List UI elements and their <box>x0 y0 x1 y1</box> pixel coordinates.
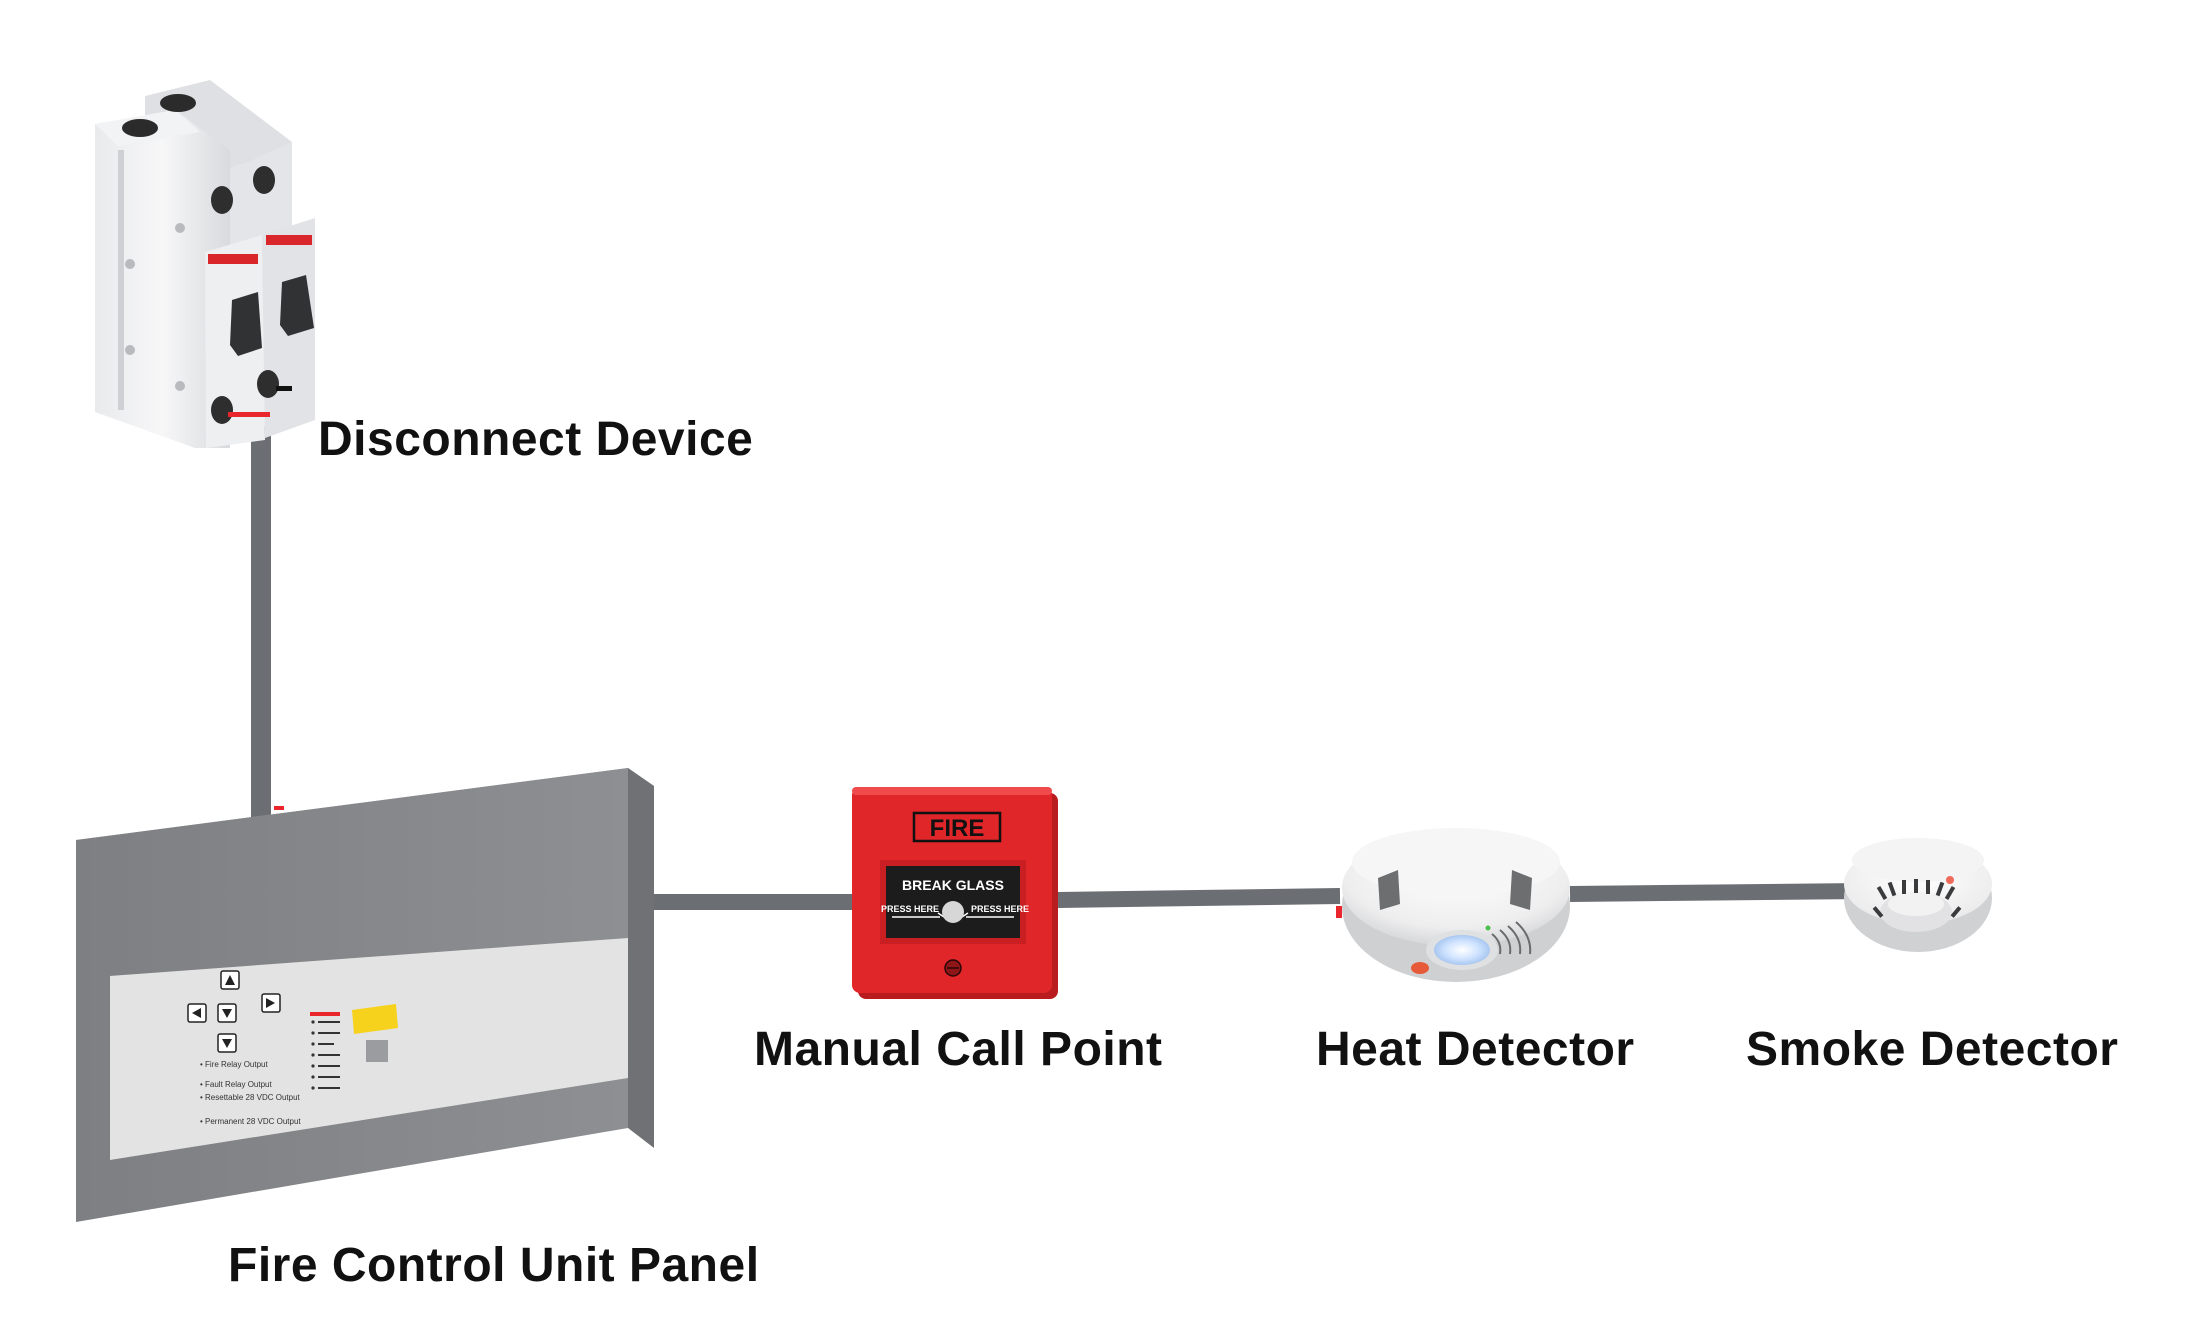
fire-control-panel-label: Fire Control Unit Panel <box>228 1239 760 1292</box>
panel-legend: • Fire Relay Output • Fault Relay Output… <box>200 1060 301 1126</box>
wire-breaker-to-panel <box>251 412 271 820</box>
heat-detector-label: Heat Detector <box>1316 1023 1635 1076</box>
circuit-breaker-icon <box>95 80 315 448</box>
smoke-indicator-led <box>1946 876 1954 884</box>
press-button <box>942 901 964 923</box>
heat-detector-icon <box>1336 828 1570 982</box>
wires <box>251 412 1865 910</box>
wire-heat-to-smoke <box>1569 883 1865 902</box>
smoke-detector-icon <box>1844 838 1992 952</box>
legend-line: • Resettable 28 VDC Output <box>200 1093 301 1102</box>
legend-line: • Permanent 28 VDC Output <box>200 1117 301 1126</box>
legend-line: • Fire Relay Output <box>200 1060 268 1069</box>
press-here-left: PRESS HERE <box>881 904 939 914</box>
wire-mcp-to-heat <box>1057 888 1341 908</box>
smoke-detector-label: Smoke Detector <box>1746 1023 2119 1076</box>
heat-led <box>1434 935 1490 965</box>
manual-call-point-icon: FIRE BREAK GLASS PRESS HERE PRESS HERE <box>852 787 1058 999</box>
panel-display <box>366 1040 388 1062</box>
legend-line: • Fault Relay Output <box>200 1080 273 1089</box>
led-column <box>310 1012 340 1090</box>
control-panel-icon: • Fire Relay Output • Fault Relay Output… <box>76 768 654 1222</box>
warning-sticker <box>352 1004 398 1034</box>
fire-label: FIRE <box>930 815 985 842</box>
break-glass-text: BREAK GLASS <box>902 877 1004 893</box>
manual-call-point-label: Manual Call Point <box>754 1023 1163 1076</box>
press-here-right: PRESS HERE <box>971 904 1029 914</box>
heat-indicator-led <box>1411 962 1429 974</box>
disconnect-device-label: Disconnect Device <box>318 413 754 466</box>
fire-label-box <box>912 811 1002 843</box>
